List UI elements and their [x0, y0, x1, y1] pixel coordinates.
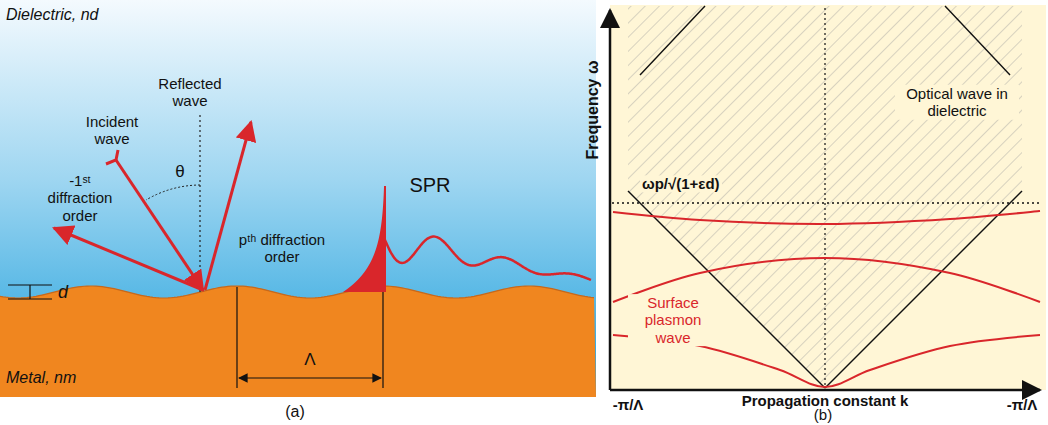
spr-wave: [385, 237, 591, 280]
normal-line: [199, 115, 200, 292]
spr-field: [343, 186, 385, 292]
band-label: Surface plasmon wave: [628, 294, 718, 346]
angle-symbol: θ: [175, 162, 184, 182]
ray-label: Incident wave: [76, 113, 148, 148]
ray-label: Reflected wave: [151, 75, 229, 110]
period-symbol: Λ: [304, 350, 315, 370]
dielectric-region: [0, 0, 596, 397]
frequency-axis: [609, 10, 612, 390]
medium-label: Metal, nm: [6, 369, 76, 387]
reflected-ray: [205, 122, 251, 290]
k-axis: [610, 389, 1040, 392]
depth-symbol: d: [58, 282, 68, 303]
angle-arc: [146, 185, 200, 200]
axis-title: Frequency ω: [584, 61, 602, 160]
band-panel: [610, 5, 1046, 390]
region-label: Optical wave in dielectric: [895, 85, 1019, 120]
medium-label: Dielectric, nd: [6, 6, 98, 24]
light-cone: [628, 6, 1022, 388]
metal-region: [0, 286, 596, 397]
plasmon-band: [613, 211, 1040, 224]
depth-marker: [8, 285, 52, 299]
zone-center: [824, 8, 825, 388]
ray-label: pᵗʰ diffraction order: [236, 231, 328, 266]
plasmon-bands: [613, 211, 1040, 387]
light-lines: [628, 6, 1022, 388]
plasma-frequency: ωp/√(1+εd): [640, 175, 722, 192]
panel-letter: (b): [814, 406, 832, 423]
spr-axis: [384, 186, 386, 292]
diffracted-ray: [54, 228, 203, 290]
zone-boundary: -π/Λ: [613, 396, 644, 413]
period-marker: [237, 287, 383, 388]
zone-boundary: -π/Λ: [1007, 396, 1038, 413]
plasma-limit: [612, 202, 1042, 204]
ray-tail: [106, 150, 118, 164]
spr-label: SPR: [409, 174, 450, 197]
grating-surface: [0, 286, 594, 298]
ray-label: -1ˢᵗ diffraction order: [35, 172, 125, 224]
panel-letter: (a): [285, 403, 305, 421]
